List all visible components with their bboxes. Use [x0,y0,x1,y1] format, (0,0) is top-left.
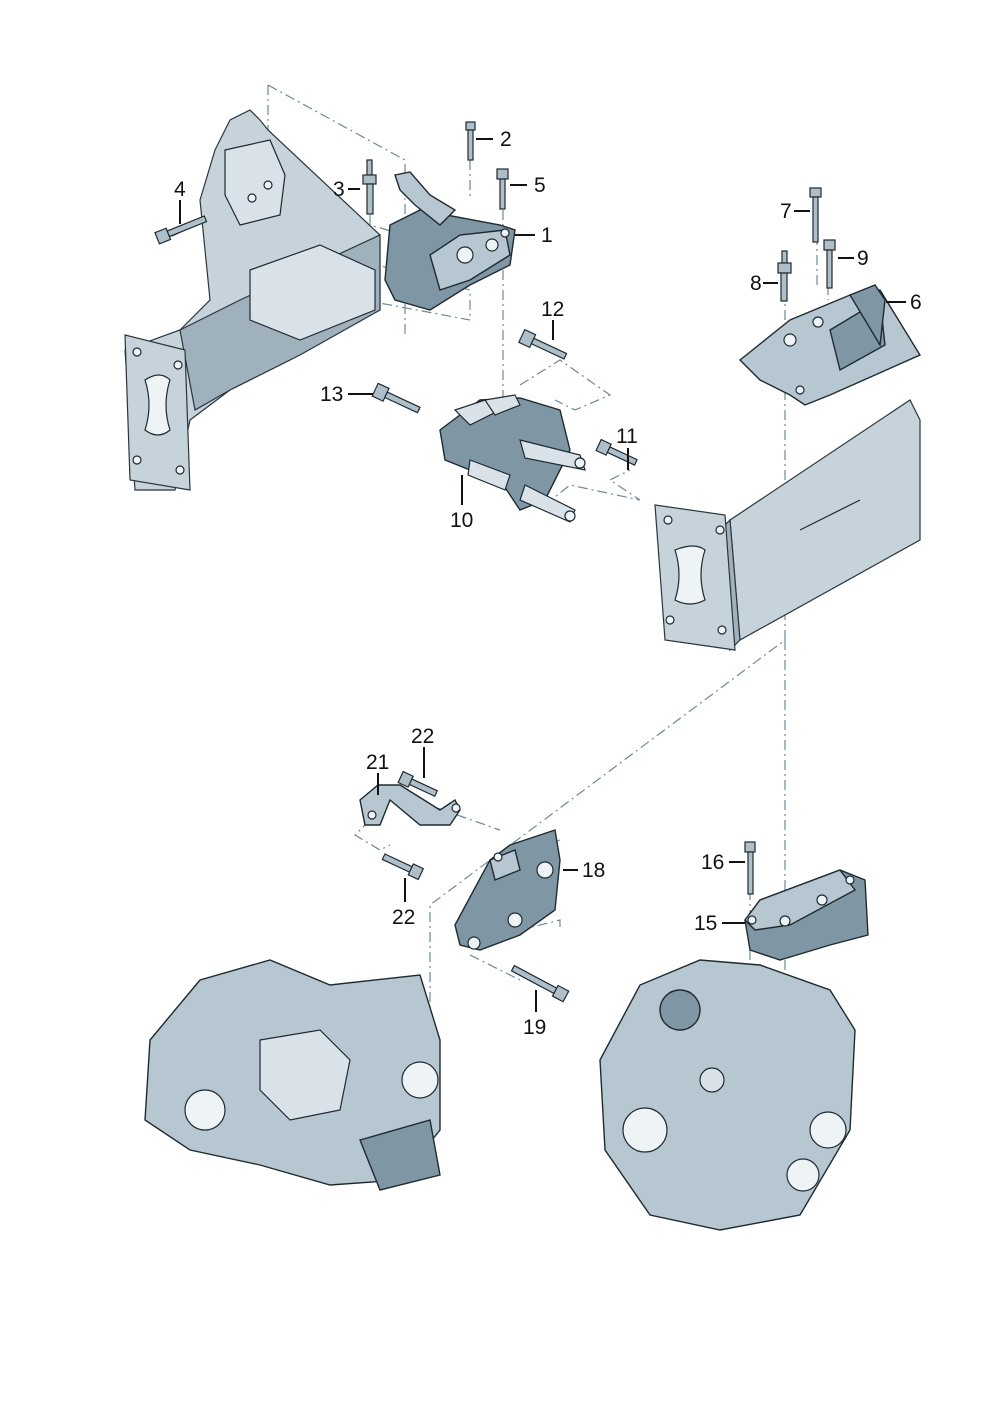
bolt-2[interactable] [465,121,476,161]
callout-16: 16 [701,851,724,874]
callout-labels: 2 3 4 5 1 6 7 8 9 10 11 12 13 15 16 18 1… [174,128,922,1039]
gearbox-support-bracket-part-18[interactable] [454,829,561,951]
callout-1: 1 [541,224,553,247]
gearbox-mount-part-6[interactable] [738,284,922,406]
callout-22-lower: 22 [392,906,415,929]
engine-support-bracket-part-10[interactable] [439,394,586,523]
callout-15: 15 [694,912,717,935]
engine-mount-part-1[interactable] [384,171,516,311]
callout-4: 4 [174,178,186,201]
bolts [154,121,836,1003]
bolt-9[interactable] [823,239,836,289]
callout-leaders [179,138,906,1012]
callout-12: 12 [541,298,564,321]
gearbox-right [599,959,856,1231]
bolt-5[interactable] [496,168,509,210]
callout-6: 6 [910,291,922,314]
bolt-22-lower[interactable] [381,851,425,881]
callout-9: 9 [857,247,869,270]
callout-2: 2 [500,128,512,151]
bolt-4[interactable] [154,213,208,245]
callout-8: 8 [750,272,762,295]
bracket-arm-part-21[interactable] [359,784,461,826]
bolt-16[interactable] [744,841,756,895]
callout-22-upper: 22 [411,725,434,748]
bolt-13[interactable] [371,382,421,416]
gearbox-left [144,959,441,1191]
gearbox-bracket-part-15[interactable] [744,869,869,961]
left-frame-member [124,109,381,491]
callout-10: 10 [450,509,473,532]
callout-19: 19 [523,1016,546,1039]
callout-5: 5 [534,174,546,197]
bolt-11[interactable] [595,438,638,468]
callout-7: 7 [780,200,792,223]
bolt-19[interactable] [510,963,570,1003]
callout-11: 11 [616,425,638,448]
right-frame-member [654,399,921,652]
callout-13: 13 [320,383,343,406]
bolt-12[interactable] [518,328,568,363]
callout-21: 21 [366,751,389,774]
callout-18: 18 [582,859,605,882]
callout-3: 3 [333,178,345,201]
bolt-3[interactable] [362,159,377,215]
bolt-8[interactable] [777,250,792,302]
bolt-22-upper[interactable] [397,770,439,799]
bolt-7[interactable] [809,187,822,243]
